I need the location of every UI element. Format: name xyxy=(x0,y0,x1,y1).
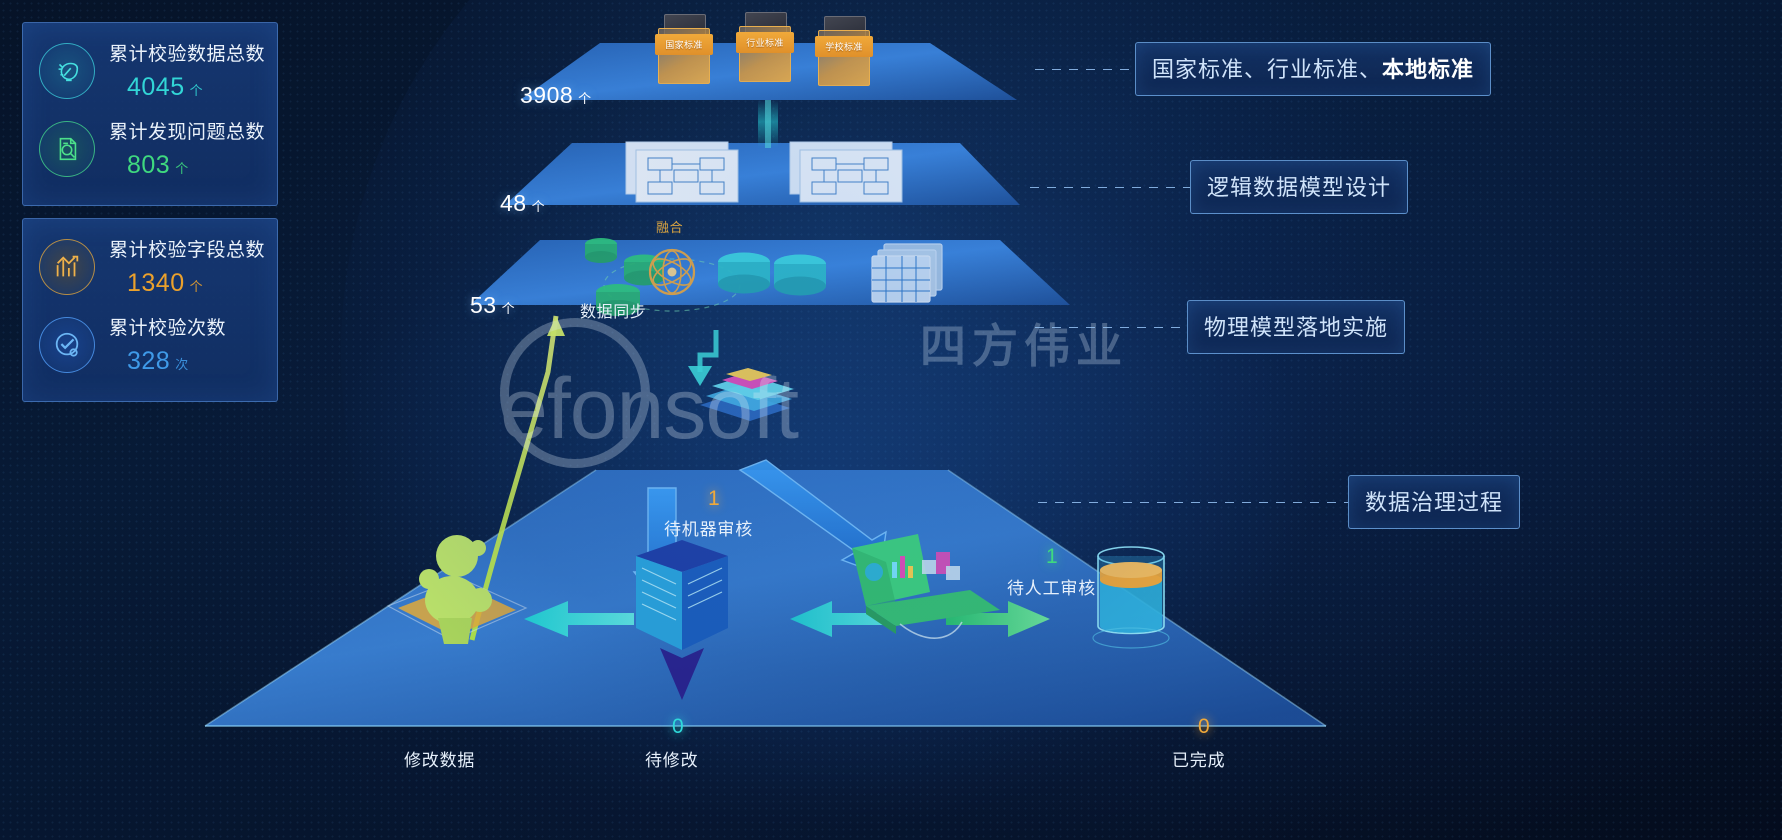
flow-count-pending-machine-review: 1 xyxy=(708,487,721,510)
callout-logical-model: 逻辑数据模型设计 xyxy=(1030,160,1409,214)
document-search-icon xyxy=(39,121,95,177)
leaf-lamp-icon xyxy=(39,43,95,99)
stat-row: 累计校验数据总数 4045 个 xyxy=(23,35,277,113)
bar-chart-icon xyxy=(39,239,95,295)
stat-value: 1340 个 xyxy=(127,269,203,298)
stat-title: 累计校验数据总数 xyxy=(109,44,266,65)
callout-dash-line xyxy=(1038,501,1348,503)
level-count-logical-model: 48 个 xyxy=(500,190,545,217)
flow-label-pending-modification: 待修改 xyxy=(645,751,699,770)
callout-dash-line xyxy=(1030,186,1190,188)
count-unit: 个 xyxy=(501,301,516,316)
callout-physical-model: 物理模型落地实施 xyxy=(1035,300,1406,354)
flow-label-modify-data: 修改数据 xyxy=(404,751,476,770)
stat-row: 累计校验字段总数 1340 个 xyxy=(23,231,277,309)
stat-unit: 个 xyxy=(189,83,204,98)
watermark-english: efonsoft xyxy=(500,361,799,457)
check-gear-icon xyxy=(39,317,95,373)
stat-row: 累计校验次数 328 次 xyxy=(23,309,277,387)
callout-text-bold: 本地标准 xyxy=(1382,57,1475,82)
watermark-ring xyxy=(500,318,650,468)
stat-title: 累计校验次数 xyxy=(109,318,227,339)
stat-unit: 个 xyxy=(189,279,204,294)
stat-value: 803 个 xyxy=(127,151,189,180)
callout-label-logical-model: 逻辑数据模型设计 xyxy=(1190,160,1409,214)
level-count-standards: 3908 个 xyxy=(520,82,592,109)
stat-number: 328 xyxy=(127,347,171,375)
stat-unit: 次 xyxy=(175,357,189,372)
stat-title: 累计校验字段总数 xyxy=(109,240,266,261)
count-number: 3908 xyxy=(520,82,574,108)
box-label: 行业标准 xyxy=(736,32,794,53)
standard-box-national: 国家标准 xyxy=(655,12,713,84)
stat-value: 328 次 xyxy=(127,347,189,376)
stat-unit: 个 xyxy=(175,161,189,176)
box-label: 学校标准 xyxy=(815,36,873,57)
stat-number: 1340 xyxy=(127,269,185,297)
stat-number: 4045 xyxy=(127,73,185,101)
box-label: 国家标准 xyxy=(655,34,713,55)
flow-count-completed: 0 xyxy=(1198,715,1211,738)
flow-count-pending-modification: 0 xyxy=(672,715,685,738)
stat-card-validation-field: 累计校验字段总数 1340 个 累计校验次数 328 次 xyxy=(22,218,278,402)
stat-title: 累计发现问题总数 xyxy=(109,122,266,143)
stat-row: 累计发现问题总数 803 个 xyxy=(23,113,277,191)
stat-number: 803 xyxy=(127,151,171,179)
count-number: 53 xyxy=(470,292,497,318)
fusion-label: 融合 xyxy=(656,220,684,235)
callout-label-governance: 数据治理过程 xyxy=(1348,475,1521,529)
standard-box-industry: 行业标准 xyxy=(736,10,794,82)
standard-box-school: 学校标准 xyxy=(815,14,873,86)
count-number: 48 xyxy=(500,190,527,216)
stat-value: 4045 个 xyxy=(127,73,203,102)
flow-label-pending-machine-review: 待机器审核 xyxy=(664,520,753,539)
callout-governance: 数据治理过程 xyxy=(1038,475,1521,529)
flow-label-completed: 已完成 xyxy=(1172,751,1226,770)
callout-standards: 国家标准、行业标准、本地标准 xyxy=(1035,42,1492,96)
data-sync-label: 数据同步 xyxy=(580,304,647,321)
callout-dash-line xyxy=(1035,326,1187,328)
level-count-physical-model: 53 个 xyxy=(470,292,515,319)
flow-label-pending-manual-review: 待人工审核 xyxy=(1007,579,1096,598)
callout-text-pre: 国家标准、行业标准、 xyxy=(1152,57,1383,82)
callout-label-standards: 国家标准、行业标准、本地标准 xyxy=(1135,42,1492,96)
callout-label-physical-model: 物理模型落地实施 xyxy=(1187,300,1406,354)
count-unit: 个 xyxy=(531,199,546,214)
flow-count-pending-manual-review: 1 xyxy=(1046,545,1059,568)
callout-dash-line xyxy=(1035,68,1135,70)
count-unit: 个 xyxy=(578,91,592,106)
stat-card-validation-data: 累计校验数据总数 4045 个 累计发现问题总数 803 个 xyxy=(22,22,278,206)
